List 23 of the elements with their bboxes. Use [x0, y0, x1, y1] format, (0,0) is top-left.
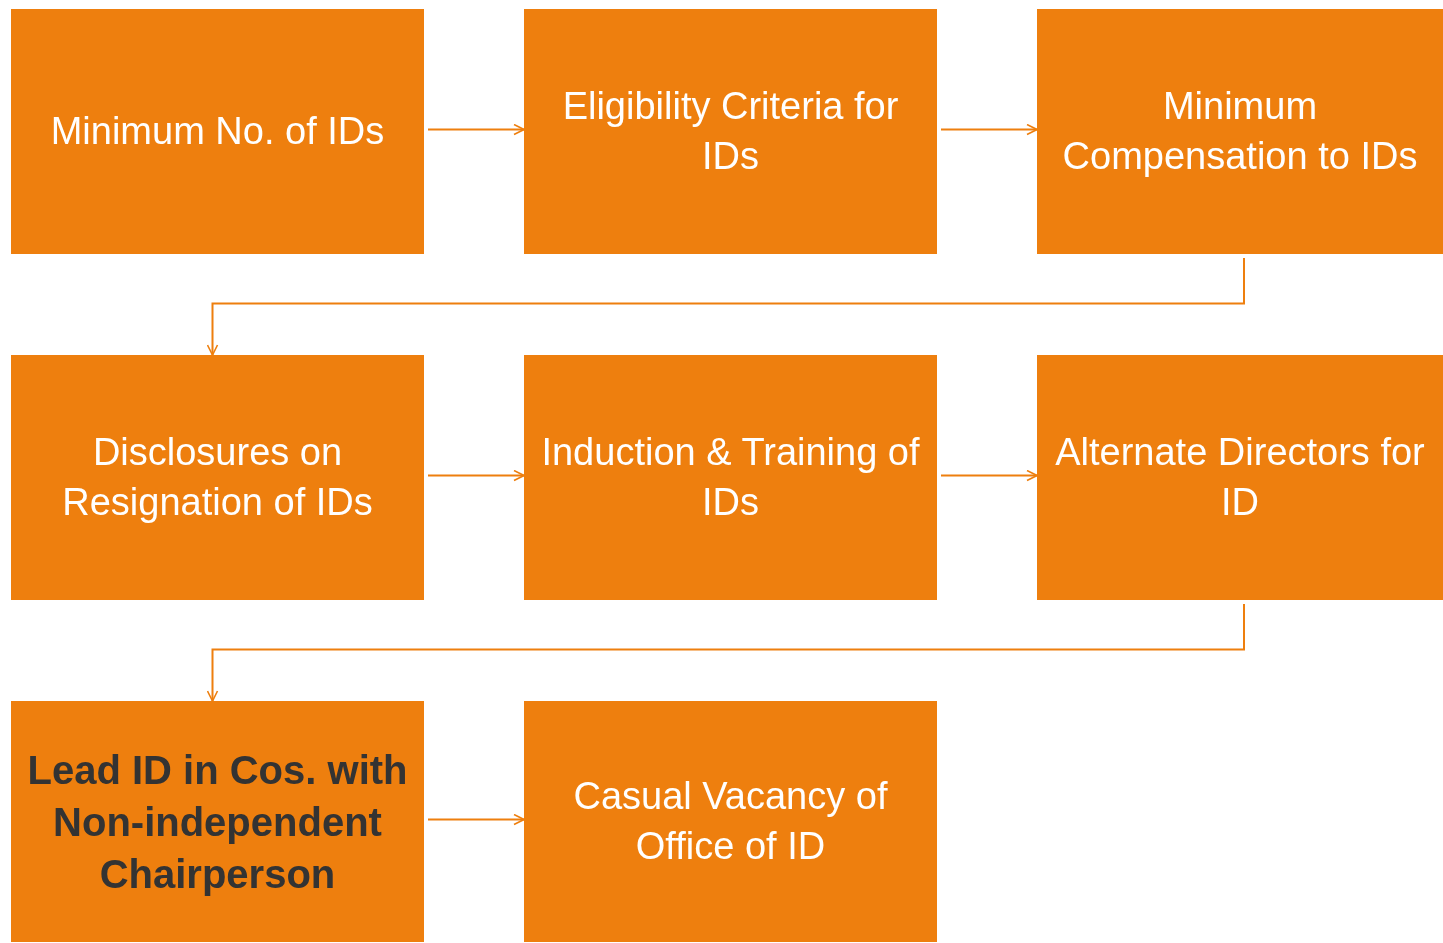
box-label: Induction & Training of IDs — [540, 430, 921, 525]
arrow — [206, 257, 1245, 356]
process-box — [524, 9, 937, 254]
process-box — [11, 701, 424, 942]
box-label: Casual Vacancy of Office of ID — [572, 774, 889, 869]
box-label: Alternate Directors for ID — [1054, 430, 1426, 525]
arrow — [940, 469, 1038, 482]
process-box — [524, 701, 937, 942]
box-label: Minimum Compensation to IDs — [1061, 84, 1419, 179]
arrow — [940, 123, 1038, 136]
process-box — [1037, 355, 1443, 600]
arrow — [206, 603, 1245, 702]
process-box — [1037, 9, 1443, 254]
box-label: Disclosures on Resignation of IDs — [61, 430, 374, 525]
arrow — [427, 813, 525, 826]
process-box — [524, 355, 937, 600]
box-label: Lead ID in Cos. with Non-independent Chairperson — [26, 746, 409, 898]
box-label: Eligibility Criteria for IDs — [561, 84, 900, 179]
box-label: Minimum No. of IDs — [50, 108, 385, 154]
process-box — [11, 9, 424, 254]
process-box — [11, 355, 424, 600]
arrow — [427, 469, 525, 482]
arrow — [427, 123, 525, 136]
